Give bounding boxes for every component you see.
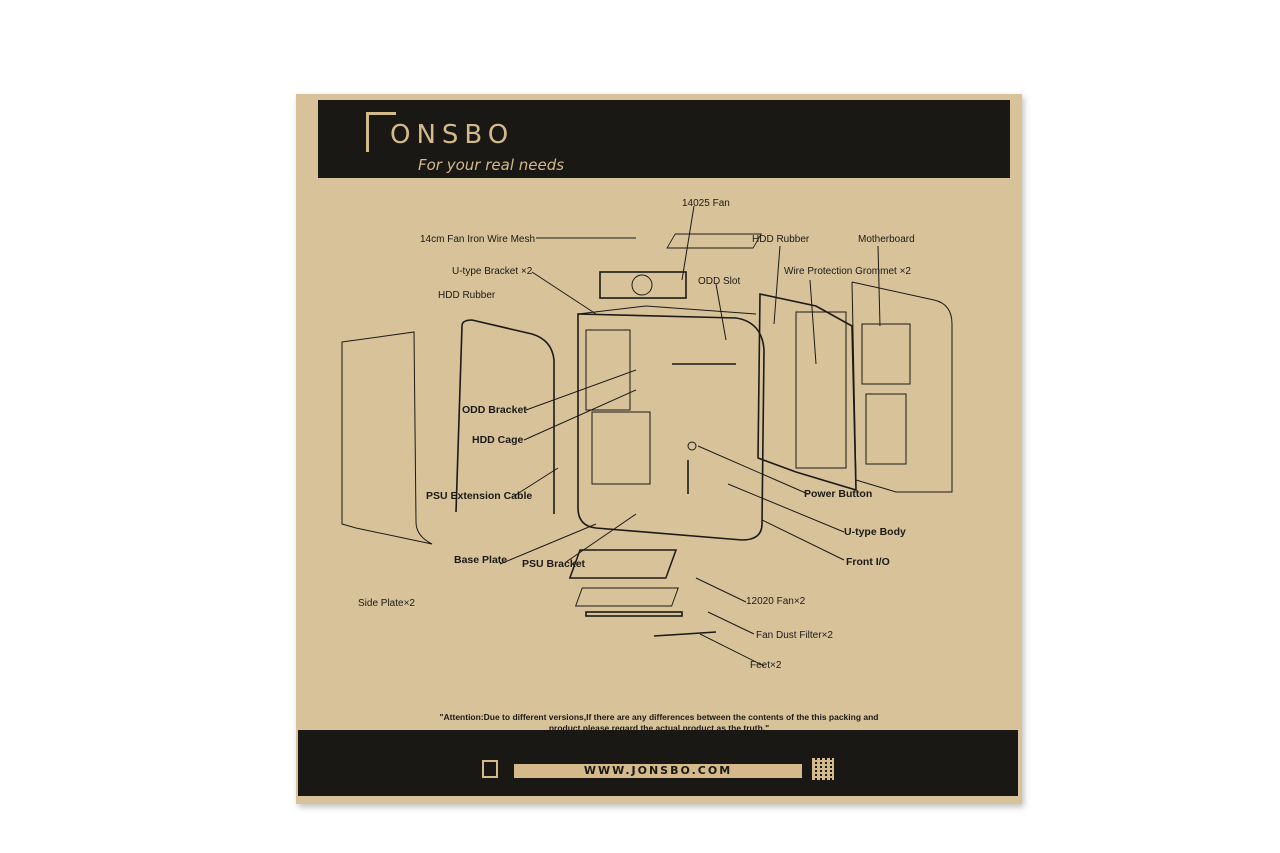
feet-drawing [653, 631, 717, 637]
website-icon [482, 760, 498, 778]
label-front-io: Front I/O [846, 556, 890, 568]
fan-filter-drawing [574, 587, 679, 607]
label-wire-grommet: Wire Protection Grommet ×2 [784, 266, 911, 277]
label-psu-ext-cable: PSU Extension Cable [426, 490, 533, 502]
label-hdd-rubber-right: HDD Rubber [752, 234, 810, 245]
label-fan-filter: Fan Dust Filter×2 [756, 630, 833, 641]
label-power-button: Power Button [804, 488, 873, 500]
label-hdd-cage: HDD Cage [472, 434, 524, 446]
label-base-plate: Base Plate [454, 554, 508, 566]
label-12020-fan: 12020 Fan×2 [746, 596, 806, 607]
motherboard-tray-drawing [851, 281, 953, 493]
label-u-type-body: U-type Body [844, 526, 906, 538]
side-plate-drawing [341, 331, 433, 545]
notice-line-2: product,please regard the actual product… [548, 723, 770, 733]
website-url: WWW.JONSBO.COM [583, 764, 733, 777]
fan-filter-strip-drawing [585, 611, 683, 617]
label-side-plate: Side Plate×2 [358, 598, 415, 609]
label-hdd-rubber-left: HDD Rubber [438, 290, 496, 301]
label-odd-bracket: ODD Bracket [462, 404, 527, 416]
brand-tagline: For your real needs [418, 156, 565, 174]
url-bar: WWW.JONSBO.COM [514, 764, 802, 778]
hdd-rubber-left-drawing [455, 319, 555, 514]
top-fan-drawing [599, 271, 687, 299]
label-fan-mesh: 14cm Fan Iron Wire Mesh [420, 234, 536, 245]
brand-name: ONSBO [390, 120, 515, 150]
fan-mesh-drawing [666, 233, 762, 249]
brand-header-band: ONSBO For your real needs [318, 100, 1010, 178]
label-motherboard: Motherboard [858, 234, 915, 245]
hdd-rubber-right-drawing [757, 293, 857, 492]
label-14025-fan: 14025 Fan [682, 198, 730, 209]
exploded-view-diagram [341, 205, 953, 667]
label-u-bracket: U-type Bracket ×2 [452, 266, 533, 277]
label-feet: Feet×2 [750, 660, 782, 671]
notice-line-1: "Attention:Due to different versions,If … [439, 712, 879, 722]
u-type-body-drawing [577, 313, 765, 541]
product-box-back: ONSBO For your real needs [296, 94, 1022, 804]
qr-code-icon [812, 758, 834, 780]
label-psu-bracket: PSU Bracket [522, 558, 586, 570]
bottom-fans-drawing [568, 549, 678, 579]
label-odd-slot: ODD Slot [698, 276, 741, 287]
footer-band [298, 730, 1018, 796]
logo-j-mark [366, 112, 396, 152]
